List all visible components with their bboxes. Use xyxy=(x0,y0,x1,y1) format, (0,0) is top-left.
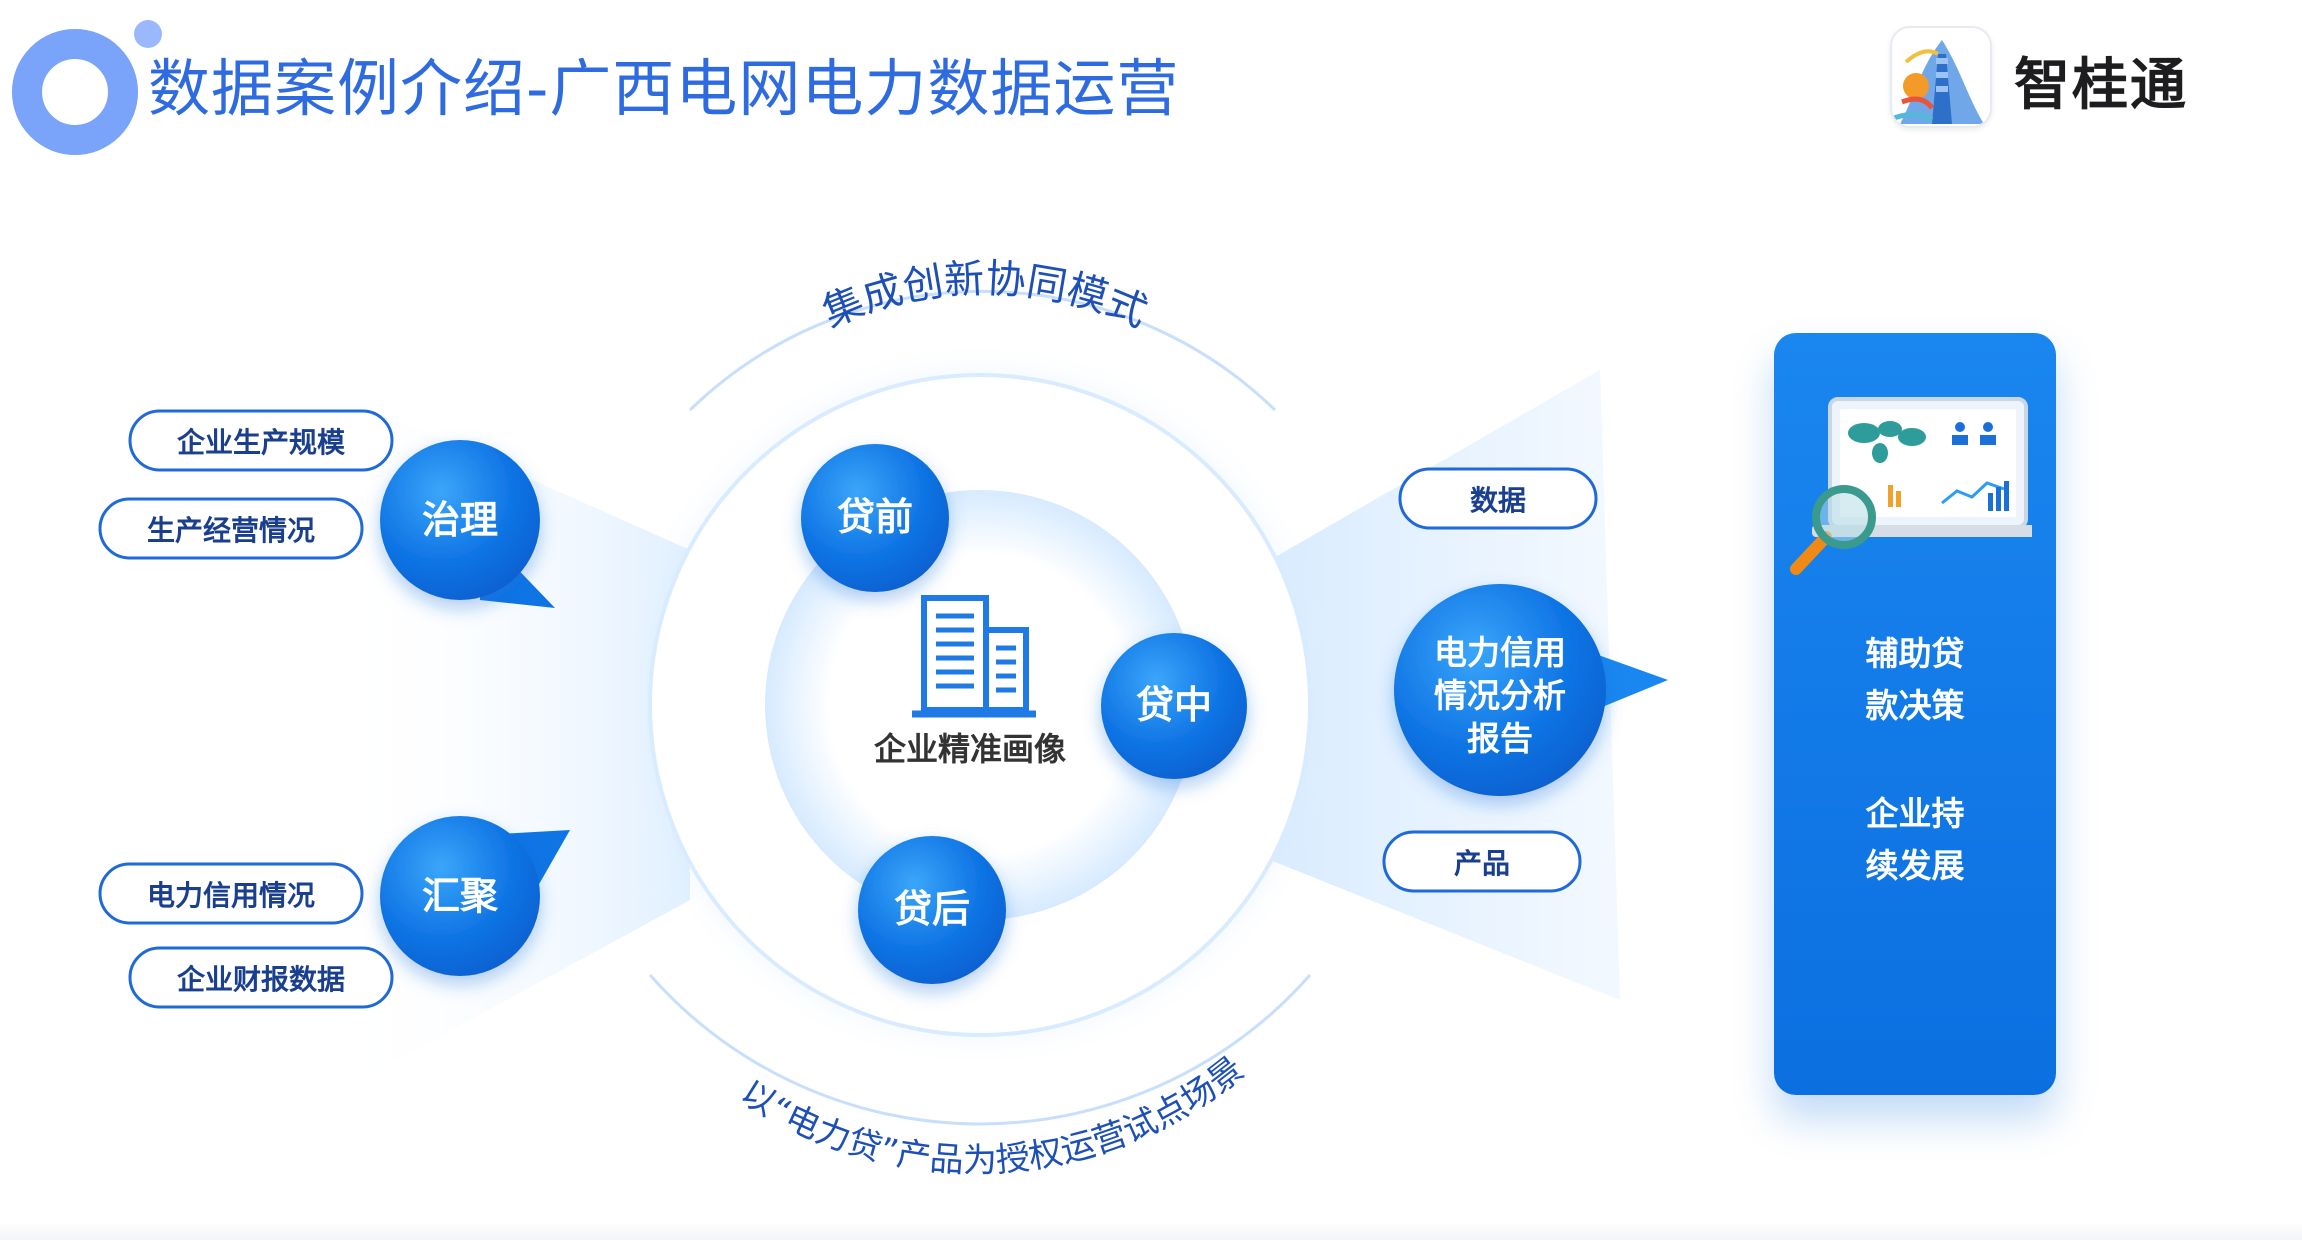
stage-node-before: 贷前 xyxy=(801,444,949,592)
svg-text:治理: 治理 xyxy=(422,498,498,542)
bottom-arc-line xyxy=(648,974,1312,1126)
svg-text:企业生产规模: 企业生产规模 xyxy=(177,426,346,459)
svg-text:贷中: 贷中 xyxy=(1136,683,1212,727)
tag-production-operation: 生产经营情况 xyxy=(98,497,364,560)
svg-text:电力信用情况: 电力信用情况 xyxy=(147,879,315,912)
node-aggregation: 汇聚 xyxy=(380,816,570,976)
outcome-loan-decision: 辅助贷 款决策 xyxy=(1865,634,1965,725)
svg-text:数据: 数据 xyxy=(1470,484,1526,517)
tag-production-scale: 企业生产规模 xyxy=(128,409,394,472)
svg-text:情况分析: 情况分析 xyxy=(1434,676,1566,715)
svg-text:生产经营情况: 生产经营情况 xyxy=(147,514,315,547)
brand-emblem-icon xyxy=(1892,28,1990,126)
svg-text:贷后: 贷后 xyxy=(894,887,970,931)
tag-product: 产品 xyxy=(1382,830,1582,893)
svg-text:企业财报数据: 企业财报数据 xyxy=(177,963,345,996)
brand-logo xyxy=(1890,26,1992,128)
inner-disc xyxy=(765,490,1195,920)
arc-top-label: 集成创新协同模式 xyxy=(816,256,1153,336)
svg-text:电力信用: 电力信用 xyxy=(1434,633,1566,672)
top-arc-line xyxy=(688,289,1277,412)
center-label: 企业精准画像 xyxy=(874,730,1066,768)
magnifier-icon xyxy=(1790,485,1876,575)
outcome-sustainable-development: 企业持 续发展 xyxy=(1865,794,1965,885)
svg-text:汇聚: 汇聚 xyxy=(422,874,499,918)
bottom-band xyxy=(0,1222,2302,1240)
tag-data: 数据 xyxy=(1398,467,1598,530)
page-title: 数据案例介绍-广西电网电力数据运营 xyxy=(148,52,1180,125)
arc-bottom-label: 以“电力贷”产品为授权运营试点场景 xyxy=(733,1049,1251,1181)
node-credit-report: 电力信用 情况分析 报告 xyxy=(1394,584,1668,796)
stage-node-after: 贷后 xyxy=(858,836,1006,984)
building-icon xyxy=(912,595,1036,718)
outcome-panel: 辅助贷 款决策 企业持 续发展 xyxy=(1774,333,2056,1095)
svg-text:产品: 产品 xyxy=(1454,847,1510,880)
node-governance: 治理 xyxy=(380,440,555,608)
title-ring-icon xyxy=(12,20,162,155)
brand-name: 智桂通 xyxy=(2014,53,2188,118)
tag-financial-report: 企业财报数据 xyxy=(128,946,394,1009)
tag-power-credit: 电力信用情况 xyxy=(98,862,364,925)
svg-text:贷前: 贷前 xyxy=(837,495,913,539)
svg-text:报告: 报告 xyxy=(1467,719,1533,758)
stage-node-during: 贷中 xyxy=(1101,633,1247,779)
